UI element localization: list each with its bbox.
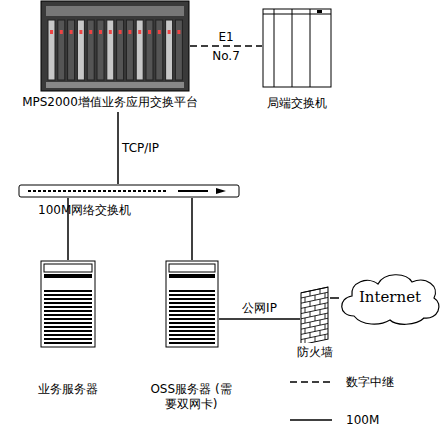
network-line <box>330 297 339 299</box>
device-label: 局端交换机 <box>255 96 339 111</box>
network-line <box>219 318 300 320</box>
device-label: 防火墙 <box>290 345 340 360</box>
business-server: 业务服务器 <box>28 260 108 397</box>
device-icon <box>165 260 219 348</box>
platform-server: MPS2000增值业务应用交换平台 <box>2 0 218 110</box>
device-label: OSS服务器 (需要双网卡) <box>148 382 234 412</box>
legend-dash-sample <box>290 381 332 383</box>
edge-label: TCP/IP <box>121 141 160 155</box>
device-icon <box>262 8 332 88</box>
device-icon <box>40 260 96 348</box>
edge-label: 公网IP <box>241 301 278 315</box>
network-switch: 100M网络交换机 <box>18 184 348 222</box>
device-label: 业务服务器 <box>28 382 108 397</box>
device-icon <box>300 283 330 343</box>
device-icon <box>18 184 240 198</box>
device-icon <box>40 0 190 92</box>
edge-label: E1 <box>217 30 234 44</box>
exchange-cabinet: 局端交换机 <box>255 8 339 111</box>
network-line <box>117 112 119 184</box>
trunk-line <box>190 45 262 47</box>
legend-solid-sample <box>290 419 332 421</box>
firewall: 防火墙 <box>290 283 340 360</box>
network-line <box>191 198 193 260</box>
device-label: 100M网络交换机 <box>38 203 131 218</box>
legend-text: 数字中继 <box>345 375 395 389</box>
device-label: MPS2000增值业务应用交换平台 <box>2 95 218 110</box>
internet-cloud: Internet <box>336 268 444 328</box>
signal-label: No.7 <box>211 49 241 63</box>
legend-text: 100M <box>345 413 380 427</box>
oss-server: OSS服务器 (需要双网卡) <box>148 260 236 412</box>
device-label: Internet <box>336 288 444 306</box>
